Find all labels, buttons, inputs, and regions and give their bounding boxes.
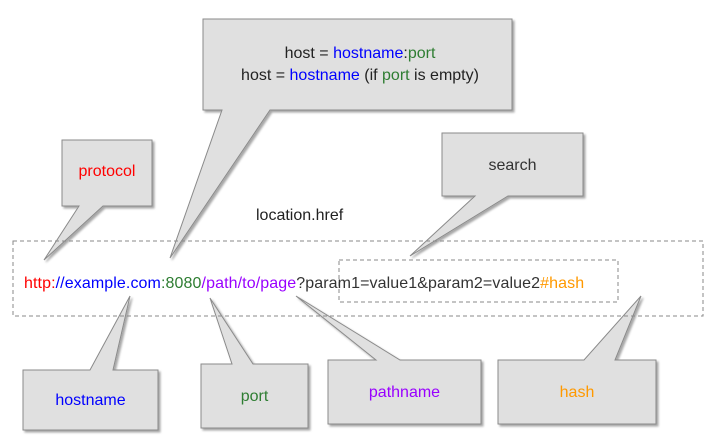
url-slashes: // [55, 275, 65, 292]
url-port: 8080 [165, 275, 202, 292]
pathname-label: pathname [368, 384, 441, 401]
search-callout-shape [409, 132, 584, 257]
host-prefix: host = [241, 67, 290, 84]
hostname-callout-shape [22, 295, 159, 431]
port-label: port [240, 388, 269, 405]
protocol-label: protocol [78, 163, 136, 180]
url-text: http://example.com:8080/path/to/page?par… [24, 275, 584, 293]
port-callout-shape [200, 297, 309, 429]
host-condition-start: (if [359, 67, 383, 84]
search-label: search [488, 157, 537, 174]
host-port-ref: port [382, 67, 410, 84]
pathname-callout-shape [295, 295, 482, 425]
url-pathname: /path/to/page [201, 275, 297, 292]
host-callout-shape [169, 18, 513, 259]
url-colon: : [160, 275, 166, 292]
host-condition-end: is empty) [409, 67, 479, 84]
url-hostname: example.com [64, 275, 161, 292]
url-hash: #hash [540, 275, 585, 292]
host-definition: host = hostname:port host = hostname (if… [210, 43, 510, 87]
hostname-label: hostname [55, 392, 126, 409]
hash-callout-shape [497, 295, 657, 425]
url-search: ?param1=value1&param2=value2 [296, 275, 541, 292]
host-colon: : [403, 45, 408, 62]
protocol-callout-shape [43, 139, 153, 261]
href-outline [12, 240, 704, 317]
host-line-1: host = hostname:port [210, 43, 510, 65]
host-port-ref: port [407, 45, 436, 62]
host-line-2: host = hostname (if port is empty) [210, 65, 510, 87]
host-prefix: host = [284, 45, 334, 62]
href-title: location.href [256, 207, 344, 224]
host-hostname-ref: hostname [333, 45, 404, 62]
hash-label: hash [559, 384, 595, 401]
url-protocol: http: [24, 275, 56, 292]
host-hostname-ref: hostname [289, 67, 360, 84]
